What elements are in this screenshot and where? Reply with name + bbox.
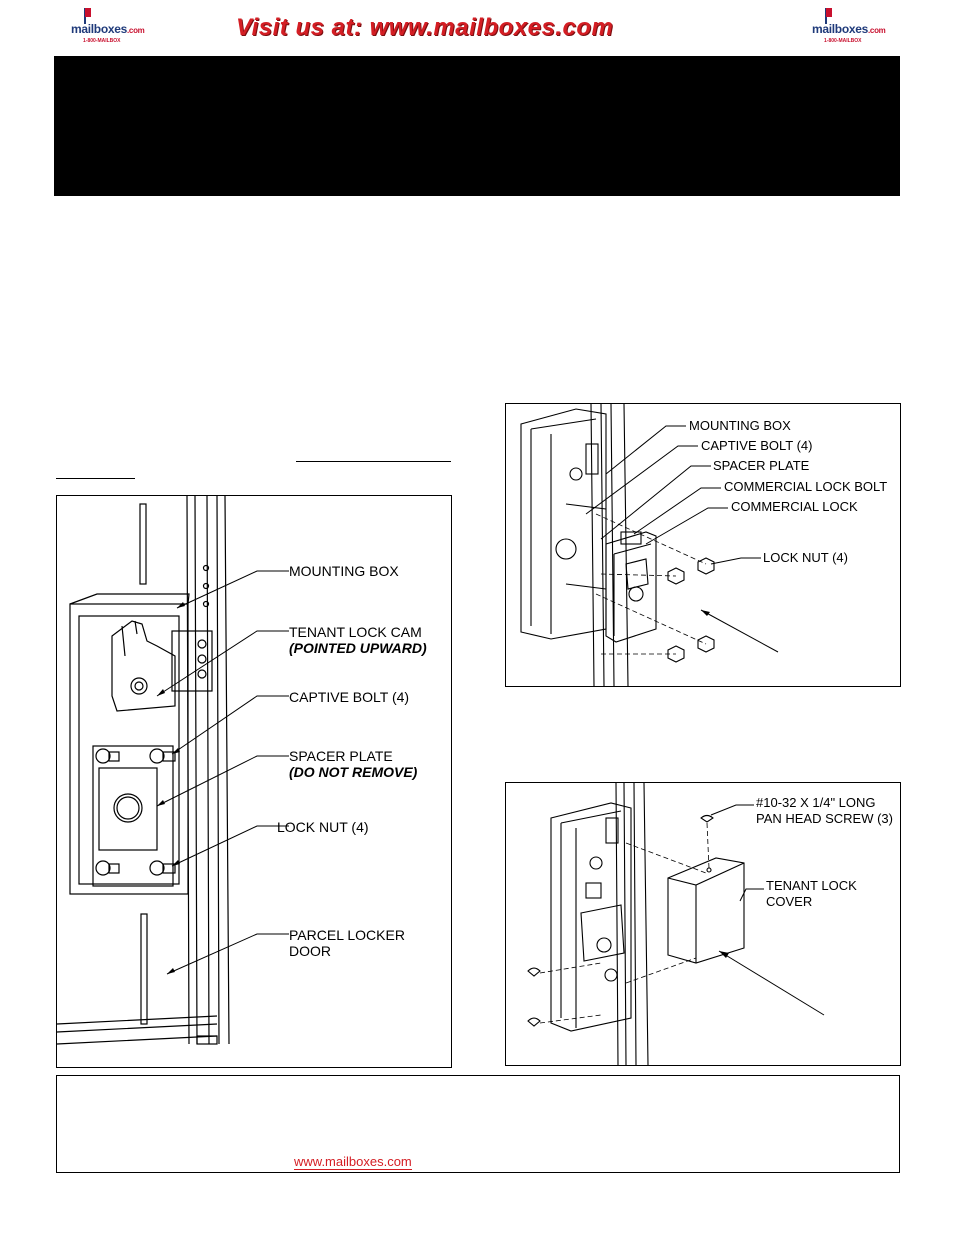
label-tenant-lock-cam: TENANT LOCK CAM <box>289 624 422 640</box>
mailboxes-logo-right: mailboxes.com 1-800-MAILBOX <box>812 8 886 44</box>
footer-website-link[interactable]: www.mailboxes.com <box>294 1154 412 1170</box>
visit-us-banner[interactable]: Visit us at: www.mailboxes.com <box>236 14 614 41</box>
label-tenant-lock-cover: TENANT LOCK <box>766 878 857 893</box>
label-commercial-lock: COMMERCIAL LOCK <box>731 499 858 514</box>
label-lock-nut: LOCK NUT (4) <box>763 550 848 565</box>
mailboxes-logo-left: mailboxes.com 1-800-MAILBOX <box>71 8 145 44</box>
label-screw-spec-2: PAN HEAD SCREW (3) <box>756 811 893 826</box>
figure-tenant-lock-cover: #10-32 X 1/4" LONG PAN HEAD SCREW (3) TE… <box>505 782 901 1066</box>
label-captive-bolt: CAPTIVE BOLT (4) <box>289 689 409 705</box>
label-mounting-box: MOUNTING BOX <box>689 418 791 433</box>
label-parcel-locker-door: PARCEL LOCKER <box>289 927 405 943</box>
label-spacer-plate: SPACER PLATE <box>713 458 810 473</box>
label-do-not-remove: (DO NOT REMOVE) <box>289 764 418 780</box>
label-pointed-upward: (POINTED UPWARD) <box>289 640 427 656</box>
label-parcel-locker-door-2: DOOR <box>289 943 331 959</box>
figure-commercial-lock: MOUNTING BOX CAPTIVE BOLT (4) SPACER PLA… <box>505 403 901 687</box>
label-tenant-lock-cover-2: COVER <box>766 894 812 909</box>
figure-mounting-box: MOUNTING BOX TENANT LOCK CAM (POINTED UP… <box>56 495 452 1068</box>
commercial-lock-diagram: MOUNTING BOX CAPTIVE BOLT (4) SPACER PLA… <box>520 404 887 686</box>
label-lock-nut: LOCK NUT (4) <box>277 819 369 835</box>
text-underline <box>296 461 451 462</box>
footer-box <box>56 1075 900 1173</box>
tenant-lock-cover-diagram: #10-32 X 1/4" LONG PAN HEAD SCREW (3) TE… <box>527 783 893 1065</box>
label-commercial-lock-bolt: COMMERCIAL LOCK BOLT <box>724 479 887 494</box>
mounting-box-diagram: MOUNTING BOX TENANT LOCK CAM (POINTED UP… <box>57 496 427 1045</box>
label-captive-bolt: CAPTIVE BOLT (4) <box>701 438 813 453</box>
title-banner <box>54 56 900 196</box>
label-spacer-plate: SPACER PLATE <box>289 748 393 764</box>
text-underline <box>56 478 135 479</box>
label-screw-spec: #10-32 X 1/4" LONG <box>756 795 876 810</box>
label-mounting-box: MOUNTING BOX <box>289 563 399 579</box>
